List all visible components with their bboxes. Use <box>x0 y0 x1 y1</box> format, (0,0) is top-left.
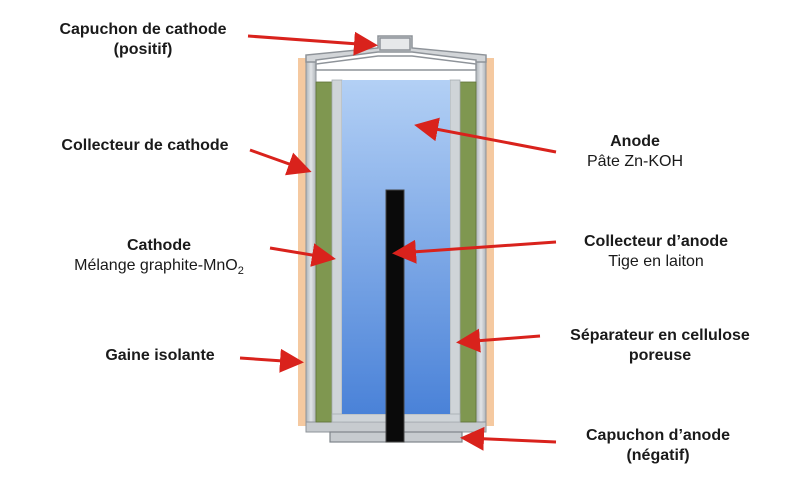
label-cathode-line2-text: Mélange graphite-MnO <box>74 257 238 274</box>
label-anode-cap-line2: (négatif) <box>626 447 690 464</box>
label-cathode-cap-line2: (positif) <box>113 41 173 58</box>
label-cathode-collector-line1: Collecteur de cathode <box>61 137 229 154</box>
label-cathode: Cathode Mélange graphite-MnO2 <box>54 236 264 281</box>
label-anode-collector-line2: Tige en laiton <box>608 253 704 270</box>
cathode-cap-nub <box>379 37 411 51</box>
label-anode: Anode Pâte Zn-KOH <box>560 132 710 172</box>
arrow-cathode-collector <box>249 148 312 176</box>
label-cathode-line1: Cathode <box>127 237 191 254</box>
label-separator-line2: poreuse <box>628 347 692 364</box>
cathode-cap-inner <box>315 55 477 71</box>
arrow-anode-cap <box>460 426 557 451</box>
label-anode-cap: Capuchon d’anode (négatif) <box>558 426 758 466</box>
cathode-mix-left <box>315 81 333 423</box>
label-separator-line1: Séparateur en cellulose <box>570 327 750 344</box>
arrow-cathode-cap <box>247 31 378 56</box>
arrow-separator <box>456 328 541 353</box>
label-anode-collector-line1: Collecteur d’anode <box>583 233 729 250</box>
label-anode-line1: Anode <box>610 133 660 150</box>
label-cathode-line2: Mélange graphite-MnO2 <box>54 256 264 281</box>
label-insulating-sheath: Gaine isolante <box>80 346 240 366</box>
separator-left <box>331 79 343 423</box>
label-cathode-line2-subscript: 2 <box>237 265 244 278</box>
label-insulating-sheath-line1: Gaine isolante <box>105 347 215 364</box>
label-cathode-collector: Collecteur de cathode <box>40 136 250 156</box>
insulating-sheath-right <box>486 58 494 426</box>
label-anode-cap-line1: Capuchon d’anode <box>586 427 730 444</box>
arrow-cathode <box>269 243 336 267</box>
label-cathode-cap-line1: Capuchon de cathode <box>59 21 227 38</box>
label-anode-line2: Pâte Zn-KOH <box>586 153 684 170</box>
arrow-anode <box>414 117 557 154</box>
anode-collector-rod <box>385 189 405 443</box>
cathode-collector-left <box>305 59 317 433</box>
arrow-anode-collector <box>392 239 557 264</box>
label-anode-collector: Collecteur d’anode Tige en laiton <box>556 232 756 272</box>
insulating-sheath-left <box>298 58 306 426</box>
arrow-insulating-sheath <box>239 348 304 373</box>
label-cathode-cap: Capuchon de cathode (positif) <box>38 20 248 60</box>
label-separator: Séparateur en cellulose poreuse <box>542 326 778 366</box>
